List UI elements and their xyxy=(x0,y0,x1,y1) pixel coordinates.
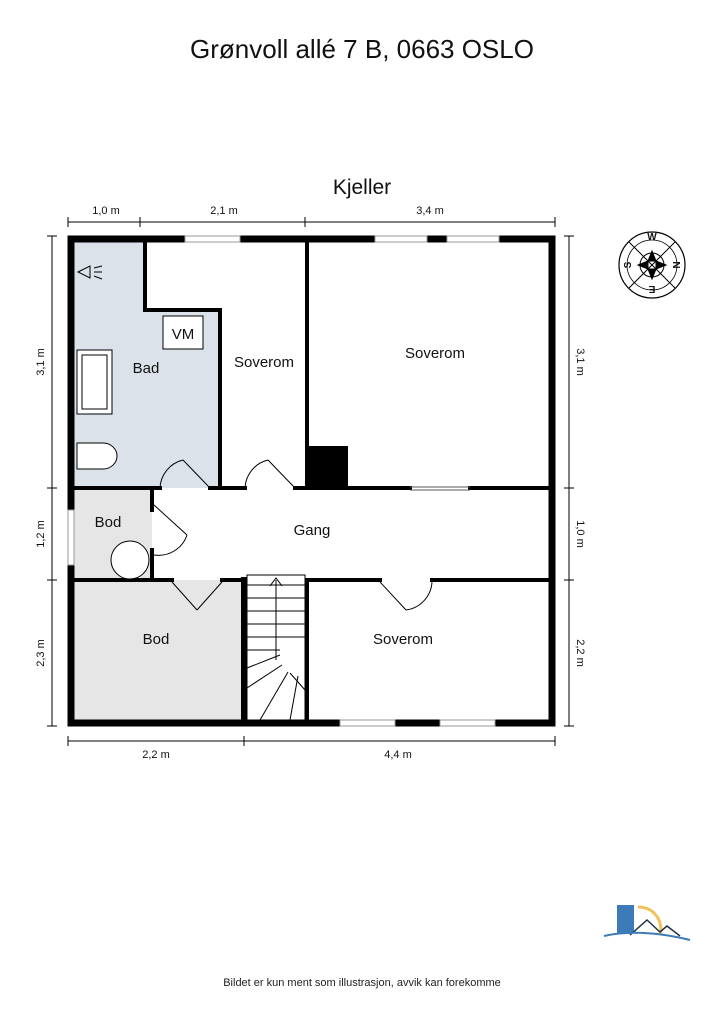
compass-s: S xyxy=(623,261,634,268)
dim-bottom-2: 4,4 m xyxy=(384,749,412,761)
compass-n: N xyxy=(670,261,681,268)
dim-bottom-1: 2,2 m xyxy=(142,749,170,761)
chimney xyxy=(307,446,348,488)
compass-e: E xyxy=(648,283,655,294)
room-label-soverom-3: Soverom xyxy=(373,631,433,648)
bathroom-fixtures xyxy=(76,265,204,580)
windows xyxy=(67,235,500,727)
address-title: Grønvoll allé 7 B, 0663 OSLO xyxy=(190,34,534,64)
dim-left-2: 1,2 m xyxy=(35,520,47,548)
room-label-bad: Bad xyxy=(133,360,160,377)
walls xyxy=(67,235,556,727)
dim-top-1: 1,0 m xyxy=(92,205,120,217)
storage-floor-large xyxy=(72,580,244,722)
toilet xyxy=(76,442,118,470)
sink xyxy=(76,349,113,415)
dim-top-3: 3,4 m xyxy=(416,205,444,217)
dim-right-1: 3,1 m xyxy=(574,348,586,376)
disclaimer-footer: Bildet er kun ment som illustrasjon, avv… xyxy=(223,977,501,989)
floor-label: Kjeller xyxy=(332,176,392,199)
sliding-door xyxy=(410,486,470,491)
bathroom-floor xyxy=(72,240,220,488)
company-logo xyxy=(603,905,691,941)
dim-left-1: 3,1 m xyxy=(35,348,47,376)
room-label-bod-small: Bod xyxy=(95,514,122,531)
room-label-vm: VM xyxy=(172,326,195,343)
shower-icon xyxy=(76,265,103,280)
compass-w: W xyxy=(647,232,657,243)
dim-right-2: 1,0 m xyxy=(574,520,586,548)
dim-right-3: 2,2 m xyxy=(574,639,586,667)
vm-box xyxy=(162,315,204,350)
dim-left-3: 2,3 m xyxy=(35,639,47,667)
room-label-bod-large: Bod xyxy=(143,631,170,648)
room-label-soverom-1: Soverom xyxy=(234,354,294,371)
doors[interactable] xyxy=(153,459,433,611)
room-label-gang: Gang xyxy=(294,522,331,539)
dim-top-2: 2,1 m xyxy=(210,205,238,217)
dimension-lines xyxy=(47,217,574,746)
room-label-soverom-2: Soverom xyxy=(405,345,465,362)
compass-icon: W N E S xyxy=(618,231,686,299)
staircase[interactable] xyxy=(246,574,306,721)
water-heater xyxy=(110,540,150,580)
